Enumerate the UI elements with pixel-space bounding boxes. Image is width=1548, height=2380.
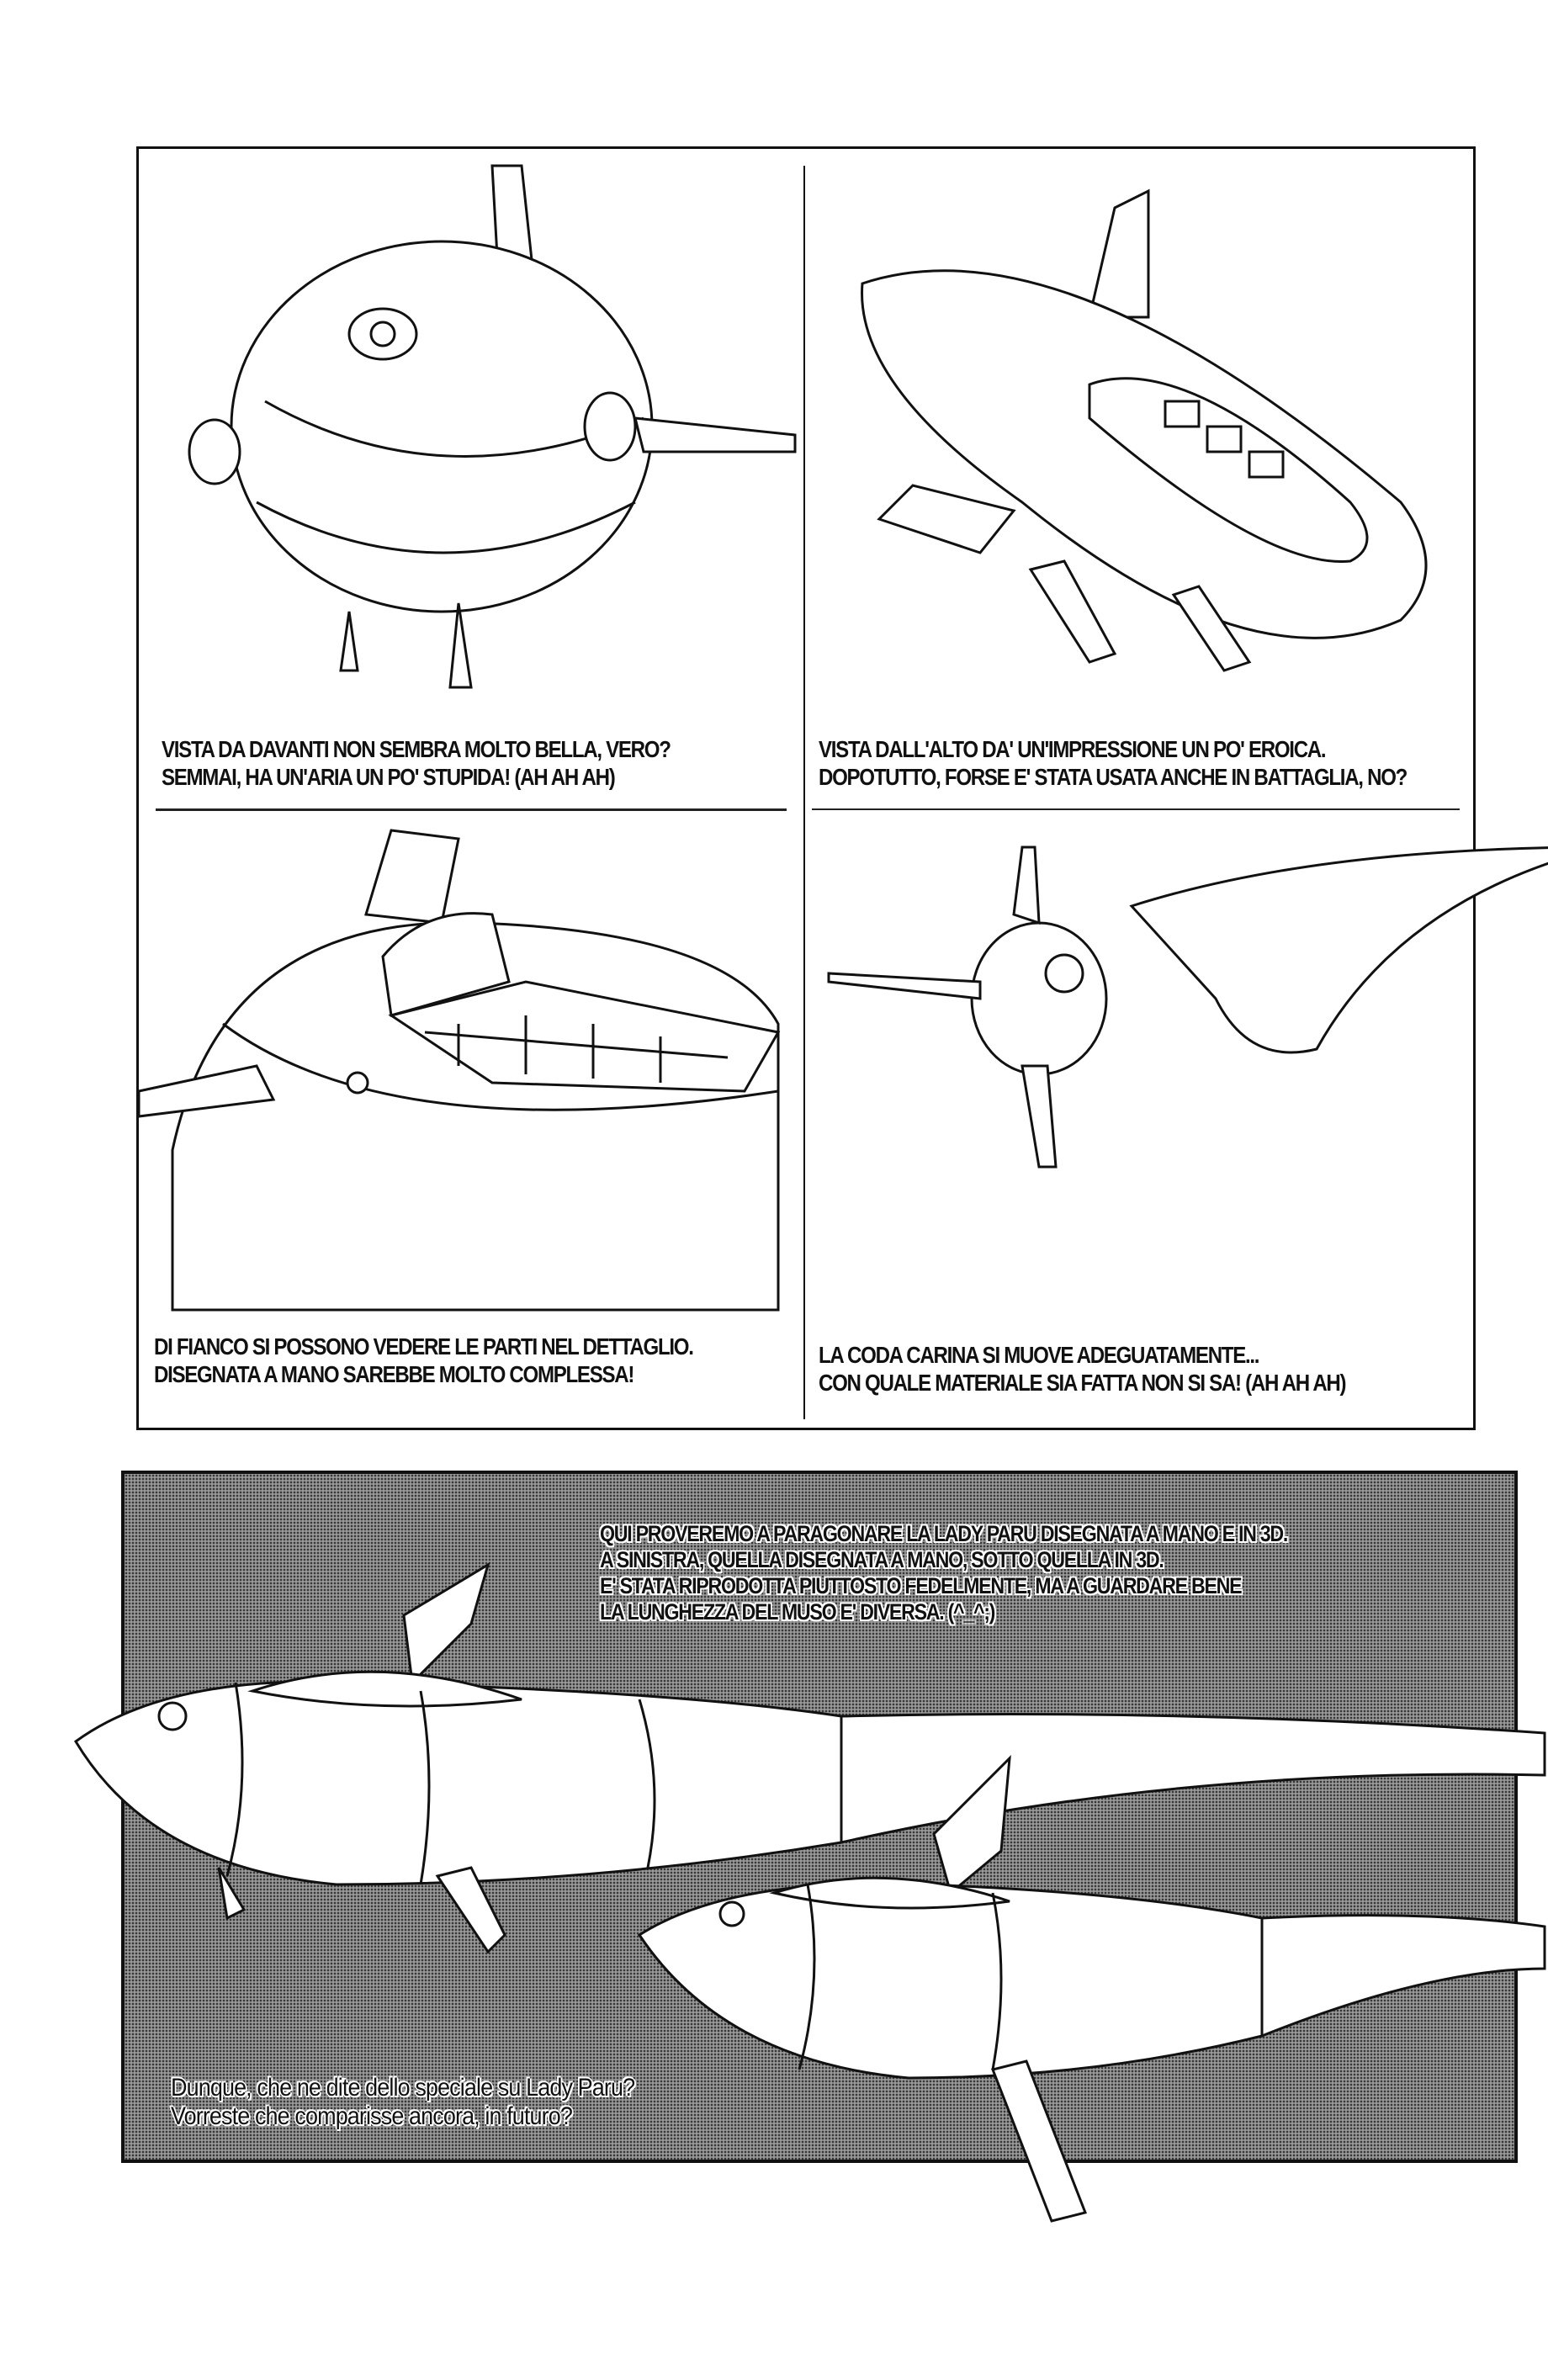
panel-3-caption: DI FIANCO SI POSSONO VEDERE LE PARTI NEL… [154,1333,694,1387]
panel-divider-horizontal-right [812,808,1460,810]
airship-front-view-illustration [188,164,797,689]
comparison-intro-text: QUI PROVEREMO A PARAGONARE LA LADY PARU … [600,1521,1288,1625]
panel-divider-horizontal-left [156,808,787,811]
panel-2-caption: VISTA DALL'ALTO DA' UN'IMPRESSIONE UN PO… [819,736,1408,790]
top-panel-grid: VISTA DA DAVANTI NON SEMBRA MOLTO BELLA,… [136,146,1548,1430]
panel-divider-vertical [803,166,805,1419]
panel-4-caption: LA CODA CARINA SI MUOVE ADEGUATAMENTE...… [819,1342,1347,1396]
panel-1-caption: VISTA DA DAVANTI NON SEMBRA MOLTO BELLA,… [162,736,671,790]
comparison-closing-text: Dunque, che ne dite dello speciale su La… [171,2074,635,2130]
airship-top-view-illustration [861,188,1428,672]
airship-tail-view-illustration [827,845,1548,1169]
airship-side-view-illustration [137,829,781,1312]
